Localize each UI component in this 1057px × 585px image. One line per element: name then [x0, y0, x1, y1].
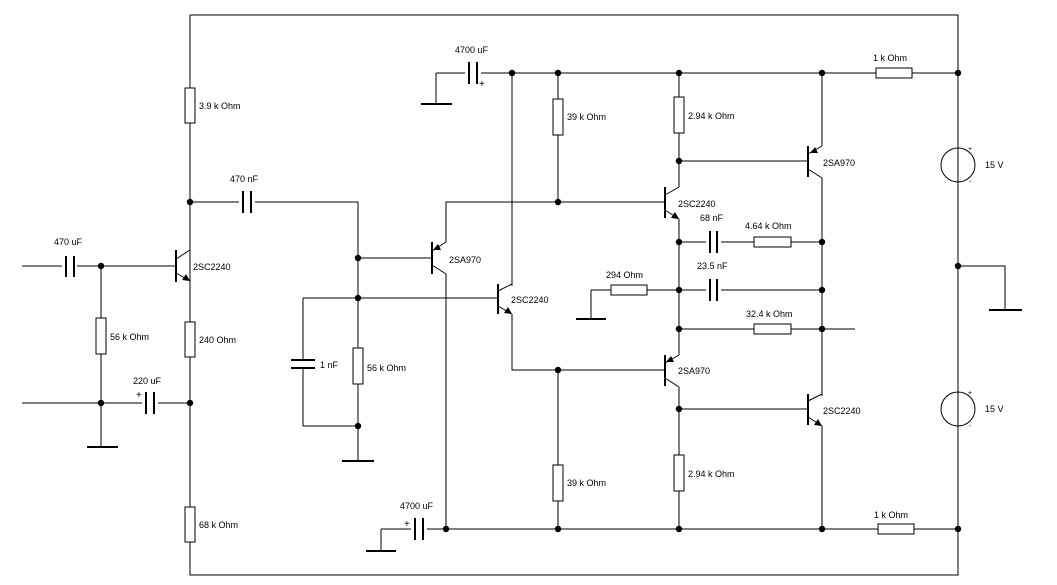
label-r-294: 294 Ohm: [606, 270, 643, 280]
resistor-39k-bottom: [552, 464, 564, 502]
label-r-1k-bottom: 1 k Ohm: [874, 510, 908, 520]
label-r-32k4: 32.4 k Ohm: [746, 309, 793, 319]
resistor-1k-top: [875, 67, 913, 79]
resistor-56k-feedback: [352, 347, 364, 385]
transistor-diff-pnp: [430, 241, 447, 275]
label-q-vas-npn: 2SC2240: [678, 199, 716, 209]
minus-mark-v-top: -: [969, 179, 972, 186]
resistor-3k9: [184, 87, 196, 124]
label-c-4700-top: 4700 uF: [455, 45, 489, 55]
resistor-240: [184, 321, 196, 358]
plus-mark-v-bottom: +: [968, 390, 972, 397]
capacitor-23n5: [709, 279, 718, 301]
label-r-56k-feedback: 56 k Ohm: [367, 363, 406, 373]
label-q-vas-pnp: 2SA970: [678, 366, 710, 376]
label-c-68n: 68 nF: [700, 213, 724, 223]
label-r-1k-top: 1 k Ohm: [873, 53, 907, 63]
transistors: [170, 145, 823, 427]
capacitor-68n: [709, 231, 718, 253]
capacitor-470u-input: [65, 256, 75, 277]
resistor-294: [610, 284, 648, 296]
capacitor-4700u-top: [468, 62, 478, 84]
plus-mark-v-top: +: [968, 146, 972, 153]
resistor-2k94-bottom: [673, 454, 685, 492]
label-r-68k: 68 k Ohm: [199, 520, 238, 530]
capacitor-1n: [291, 359, 315, 369]
component-labels: 3.9 k Ohm 240 Ohm 68 k Ohm 56 k Ohm 470 …: [54, 45, 1004, 530]
resistor-1k-bottom: [877, 523, 915, 535]
capacitor-470n: [242, 191, 252, 213]
resistor-39k-top: [552, 98, 564, 136]
transistor-vas-npn: [664, 186, 680, 220]
label-r-39k-top: 39 k Ohm: [567, 112, 606, 122]
plus-mark-c220: +: [136, 390, 142, 401]
transistor-vas-pnp: [664, 354, 680, 388]
label-q-out-top: 2SA970: [823, 158, 855, 168]
resistor-4k64: [753, 236, 792, 248]
resistor-56k-input: [95, 317, 107, 355]
label-r-240: 240 Ohm: [199, 335, 236, 345]
resistor-68k: [184, 506, 196, 543]
transistor-input-npn: [170, 249, 191, 282]
ground-symbols: [87, 103, 1022, 552]
resistors: [95, 67, 915, 543]
junction-dots: [97, 69, 962, 533]
voltage-source-bottom: [940, 391, 976, 427]
transistor-diff-npn: [490, 283, 513, 315]
label-c-23n5: 23.5 nF: [697, 261, 728, 271]
label-r-3k9: 3.9 k Ohm: [199, 101, 241, 111]
label-r-39k-bottom: 39 k Ohm: [567, 478, 606, 488]
plus-mark-c4700-bottom: +: [404, 519, 410, 530]
resistor-32k4: [753, 323, 792, 335]
transistor-labels: 2SC2240 2SA970 2SC2240 2SC2240 2SA970 2S…: [193, 158, 861, 416]
capacitor-4700u-bottom: [414, 518, 424, 540]
resistor-2k94-top: [673, 96, 685, 134]
label-v-top: 15 V: [985, 160, 1004, 170]
label-q-out-bottom: 2SC2240: [823, 406, 861, 416]
label-c-470n: 470 nF: [230, 174, 259, 184]
capacitor-220u: [145, 392, 155, 414]
label-r-2k94-top: 2.94 k Ohm: [688, 111, 735, 121]
label-c-in: 470 uF: [54, 237, 83, 247]
label-c-220: 220 uF: [133, 376, 162, 386]
label-q-diff-npn: 2SC2240: [511, 295, 549, 305]
transistor-output-bottom-npn: [806, 393, 823, 427]
capacitors: [65, 62, 718, 540]
label-r-4k64: 4.64 k Ohm: [745, 221, 792, 231]
label-q-diff-pnp: 2SA970: [449, 255, 481, 265]
label-r-56k-input: 56 k Ohm: [110, 332, 149, 342]
transistor-output-top-pnp: [806, 145, 823, 179]
plus-mark-c4700-top: +: [479, 79, 485, 90]
label-c-4700-bottom: 4700 uF: [400, 501, 434, 511]
label-c-1n: 1 nF: [320, 360, 339, 370]
polarity-marks: + + + + - + -: [136, 79, 972, 530]
minus-mark-v-bottom: -: [969, 423, 972, 430]
voltage-sources: [940, 147, 976, 427]
voltage-source-top: [940, 147, 976, 183]
label-q-input: 2SC2240: [193, 262, 231, 272]
label-v-bottom: 15 V: [985, 404, 1004, 414]
label-r-2k94-bottom: 2.94 k Ohm: [688, 469, 735, 479]
